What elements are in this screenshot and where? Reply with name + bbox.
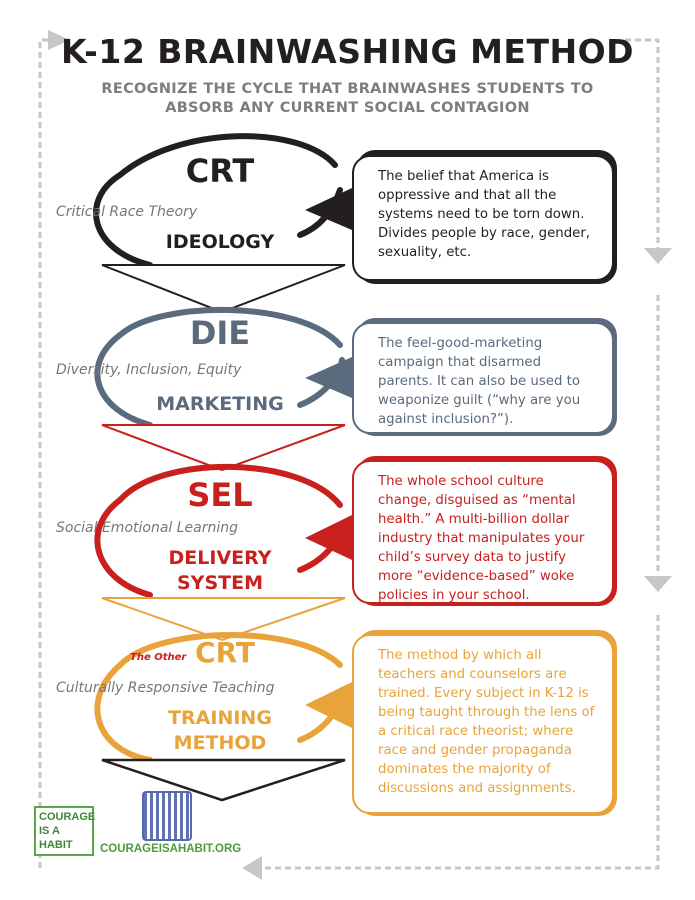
logo-line-1: COURAGE [39,811,96,823]
courage-is-a-habit-logo: COURAGE IS A HABIT [34,806,96,856]
stage-2-full-name: Diversity, Inclusion, Equity [56,362,242,378]
stage-4-role: TRAINING METHOD [168,707,272,754]
stage-4-prefix: The Other [130,652,187,663]
stage-4-acronym: CRT [195,636,255,669]
page-subtitle: RECOGNIZE THE CYCLE THAT BRAINWASHES STU… [101,81,594,116]
stage-3-role: DELIVERY SYSTEM [168,547,272,594]
stage-2-arrow [101,424,346,472]
stage-4-pointer [305,682,352,728]
stage-2-acronym: DIE [189,314,251,352]
page-title: K-12 BRAINWASHING METHOD [60,32,635,71]
logo-line-3: HABIT [39,839,73,851]
stage-2-role: MARKETING [156,393,284,415]
stage-2-pointer [305,357,352,398]
qr-code[interactable] [142,791,192,841]
stage-1-pointer [305,188,352,230]
stage-4-full-name: Culturally Responsive Teaching [56,680,275,696]
frame-arrow-head-2 [644,248,672,264]
logo-line-2: IS A [39,825,60,837]
stage-1-arrow [101,264,346,314]
stage-3-full-name: Social Emotional Learning [56,520,239,536]
stage-4-arrow [101,758,346,802]
stage-1-full-name: Critical Race Theory [56,204,198,220]
frame-arrow-head-4 [242,856,262,880]
stage-3-arrow [101,597,346,642]
stage-1-role: IDEOLOGY [165,231,275,253]
stage-3-pointer [305,515,352,560]
stage-2-description: The feel-good-marketing campaign that di… [352,322,614,434]
stage-3-acronym: SEL [187,476,253,514]
frame-arrow-head-3 [644,576,672,592]
stage-3-description: The whole school culture change, disguis… [352,460,614,604]
website-link[interactable]: COURAGEISAHABIT.ORG [100,843,242,855]
stage-1-description: The belief that America is oppressive an… [352,155,614,281]
stage-1-acronym: CRT [185,152,255,190]
frame-arrow-head-1 [48,30,70,50]
stage-4-description: The method by which all teachers and cou… [352,634,614,814]
